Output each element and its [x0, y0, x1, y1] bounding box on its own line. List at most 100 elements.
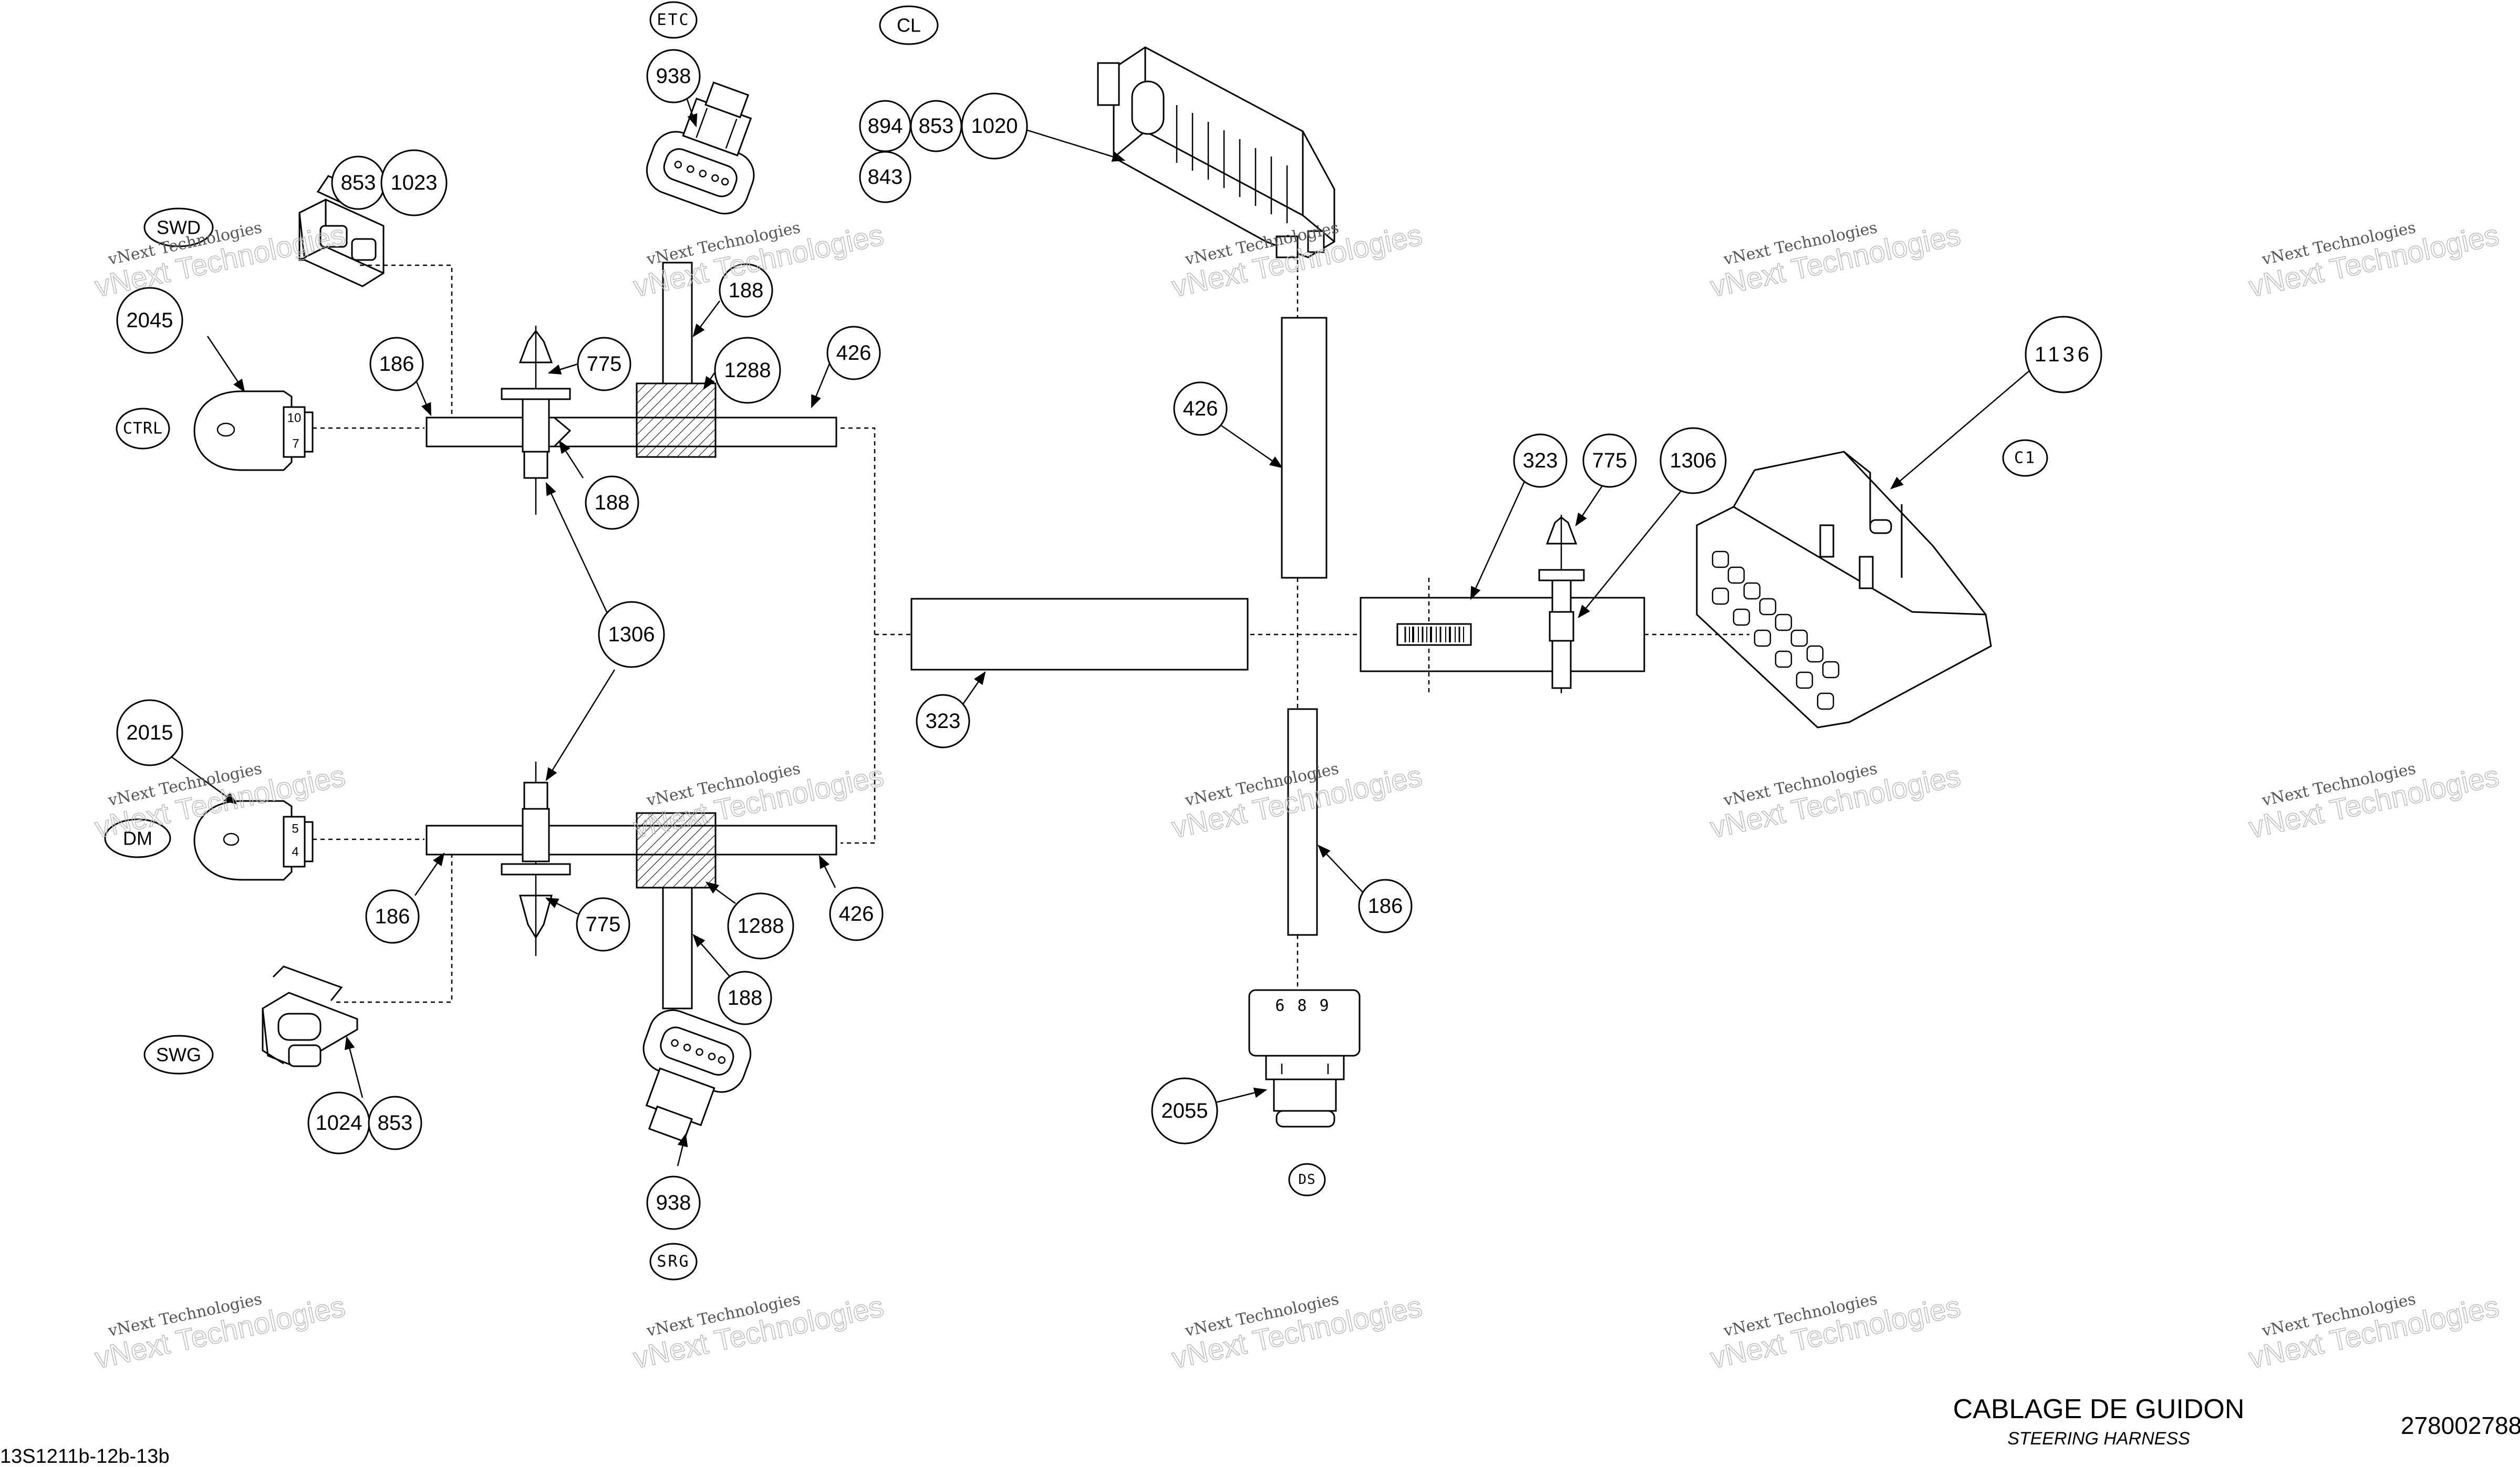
svg-text:DM: DM [123, 828, 152, 849]
balloon-part-853-swd: 853 [331, 155, 386, 210]
drawing-number: 278002788 [2401, 1412, 2520, 1439]
svg-text:1024: 1024 [316, 1111, 362, 1135]
balloon-srg: SRG [649, 1243, 698, 1281]
lower-left-assembly [426, 762, 837, 1010]
svg-text:SRG: SRG [657, 1253, 690, 1271]
svg-text:1023: 1023 [391, 171, 438, 194]
svg-text:853: 853 [919, 115, 954, 138]
connector-ds: 6 8 9 [1248, 989, 1361, 1128]
svg-text:938: 938 [656, 1191, 691, 1214]
tie-strap-lower [501, 762, 571, 956]
svg-text:775: 775 [1592, 449, 1627, 472]
branch-tube-lower [662, 887, 693, 1010]
balloon-part-1020: 1020 [961, 92, 1028, 160]
svg-text:775: 775 [587, 352, 622, 376]
balloon-etc: ETC [649, 1, 698, 39]
svg-text:2055: 2055 [1162, 1099, 1208, 1122]
svg-text:C1: C1 [2014, 449, 2036, 467]
dm-pin-label-5: 5 [292, 822, 298, 836]
svg-text:1020: 1020 [971, 115, 1018, 138]
connector-cl [1097, 46, 1335, 258]
svg-text:186: 186 [379, 352, 414, 376]
svg-text:2045: 2045 [127, 309, 173, 332]
connector-swg [262, 965, 358, 1067]
svg-text:775: 775 [586, 913, 621, 936]
svg-text:ETC: ETC [657, 11, 690, 29]
balloon-part-188-top: 188 [585, 475, 639, 530]
balloon-ds: DS [1288, 1163, 1326, 1197]
balloon-part-894: 894 [859, 100, 911, 152]
balloon-part-1288-top: 1288 [714, 337, 781, 404]
balloon-part-188-upper: 188 [719, 263, 773, 318]
balloon-part-188-bot: 188 [718, 971, 772, 1025]
tie-strap-upper [501, 326, 571, 515]
ctrl-pin-label-10: 10 [287, 411, 302, 425]
svg-text:186: 186 [375, 905, 410, 928]
balloon-part-853-swg: 853 [368, 1096, 422, 1150]
title-block: CABLAGE DE GUIDON STEERING HARNESS 27800… [0, 1394, 2520, 1467]
svg-text:2015: 2015 [127, 721, 173, 744]
svg-text:DS: DS [1298, 1172, 1315, 1188]
balloon-swg: SWG [143, 1035, 214, 1075]
svg-text:SWG: SWG [156, 1044, 201, 1066]
drawing-title: CABLAGE DE GUIDON [1953, 1394, 2245, 1424]
svg-text:853: 853 [341, 171, 376, 194]
balloon-part-775-top: 775 [577, 337, 631, 391]
balloon-part-1024: 1024 [307, 1091, 370, 1154]
balloon-part-853-cl: 853 [910, 100, 962, 152]
balloon-part-323-left: 323 [916, 694, 970, 748]
upper-left-assembly [426, 262, 837, 515]
tie-strap-right [1538, 515, 1585, 693]
svg-text:853: 853 [378, 1111, 413, 1135]
ds-pin-labels: 6 8 9 [1275, 997, 1330, 1015]
balloon-dm: DM [104, 818, 171, 858]
dm-pin-label-4: 4 [292, 845, 298, 859]
main-tube-lower [426, 825, 837, 856]
center-tube-horizontal [910, 598, 1249, 671]
svg-text:CL: CL [897, 15, 921, 36]
balloon-part-938-bot: 938 [646, 1175, 701, 1230]
svg-text:188: 188 [728, 986, 763, 1010]
barcode-label [1396, 623, 1472, 646]
connector-ctrl: 10 7 [193, 390, 314, 471]
center-tube-upper [1281, 317, 1328, 579]
connector-dm: 5 4 [193, 800, 314, 881]
balloon-part-426-center: 426 [1173, 381, 1228, 436]
main-tube-upper [426, 417, 837, 448]
svg-text:186: 186 [1368, 894, 1403, 918]
drawing-subtitle: STEERING HARNESS [2007, 1429, 2190, 1449]
svg-text:1288: 1288 [738, 914, 784, 938]
right-assembly [1360, 515, 1645, 693]
svg-text:843: 843 [868, 165, 903, 189]
svg-text:426: 426 [836, 341, 872, 365]
svg-text:188: 188 [595, 491, 630, 514]
branch-tube-upper [662, 262, 693, 384]
svg-text:188: 188 [729, 279, 764, 302]
balloon-cl: CL [879, 5, 939, 45]
svg-text:426: 426 [839, 902, 874, 925]
svg-text:894: 894 [868, 115, 903, 138]
balloon-part-1306-right: 1306 [1660, 427, 1727, 494]
svg-text:CTRL: CTRL [123, 420, 163, 438]
balloon-swd: SWD [143, 207, 214, 247]
balloon-part-2055: 2055 [1151, 1077, 1218, 1145]
balloon-part-1288-bot: 1288 [727, 892, 794, 960]
junction-block-lower [636, 812, 717, 889]
balloon-part-426-top: 426 [826, 326, 881, 380]
model-reference: 13S1211b-12b-13b [0, 1445, 170, 1467]
balloon-part-843: 843 [859, 151, 911, 203]
balloon-part-2015: 2015 [116, 699, 183, 766]
center-tube-lower [1287, 708, 1318, 936]
connector-etc [646, 81, 755, 215]
balloon-part-775-right: 775 [1582, 433, 1637, 488]
connector-swd [298, 175, 385, 287]
